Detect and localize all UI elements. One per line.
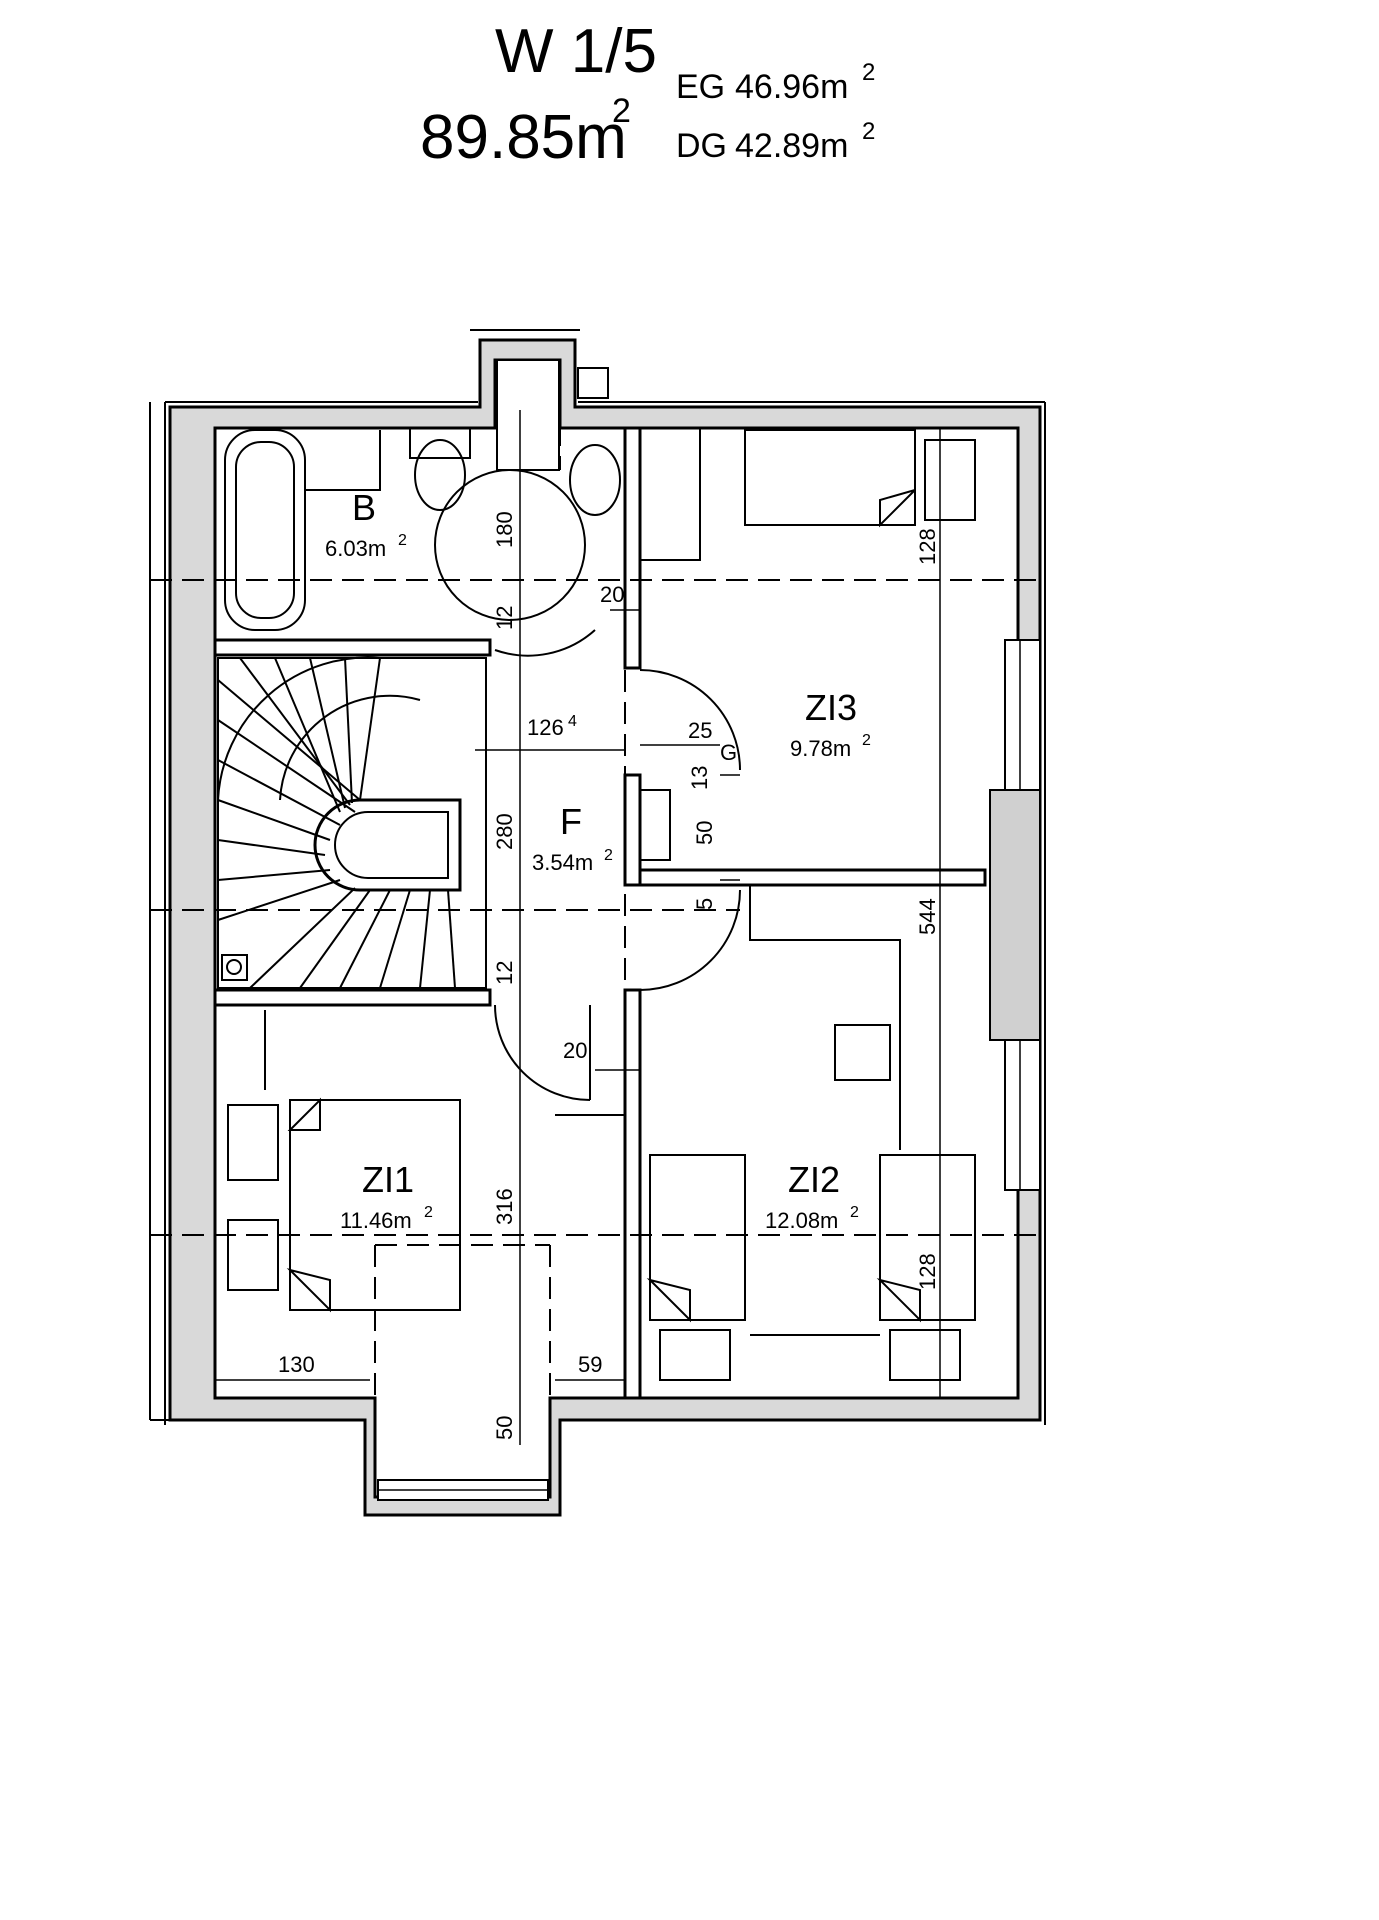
bath-area: 6.03m [325,536,386,561]
bath-fixtures [224,427,621,631]
outer-walls [149,338,1046,1517]
bathtub-icon [224,429,306,631]
shaft [470,329,609,471]
eg-area: 46.96m [735,68,848,106]
plan-header: W 1/5 89.85m 2 EG 46.96m 2 DG 42.89m 2 [420,17,875,172]
room1-door-icon [494,1004,591,1101]
hall-name: F [560,801,582,842]
bed-icon [649,1154,746,1321]
right-windows [989,639,1041,1191]
dim-bath-door-jamb: 20 [600,582,624,607]
room3-area-sup: 2 [862,732,871,749]
room2-name: ZI2 [788,1159,840,1200]
total-area-sup: 2 [612,92,631,130]
furniture [227,428,976,1381]
room3-door-icon [639,669,741,771]
dimension-lines [215,410,941,1445]
dg-area-sup: 2 [862,118,875,145]
bath-name: B [352,487,376,528]
room2-area: 12.08m [765,1208,838,1233]
dim-closet-5: 5 [692,898,717,910]
dim-room1-depth: 316 [492,1188,517,1225]
staircase [217,656,487,989]
dim-closet-depth: 50 [692,821,717,845]
room2-area-sup: 2 [850,1204,859,1221]
room-labels: B 6.03m 2 F 3.54m 2 ZI3 9.78m 2 ZI1 11.4… [325,487,871,1233]
dim-bath-depth: 180 [492,511,517,548]
dim-hall-length: 280 [492,813,517,850]
toilet-icon [414,439,466,511]
dim-bath-wall: 12 [492,606,517,630]
roof-lines [150,360,1040,1420]
room3-name: ZI3 [805,687,857,728]
dim-room2-knee: 128 [915,1253,940,1290]
sink-icon [569,444,621,516]
dim-room3-knee: 128 [915,528,940,565]
dim-stair-wall: 12 [492,961,517,985]
dormer-window [377,1479,549,1501]
dim-closet-gap: 25 [688,718,712,743]
dim-hall-width: 126 [527,715,564,740]
room1-area-sup: 2 [424,1204,433,1221]
room1-name: ZI1 [362,1159,414,1200]
eg-area-sup: 2 [862,59,875,86]
dim-closet-g: G [720,740,737,765]
total-area: 89.85m [420,103,627,172]
dim-dormer-left: 130 [278,1352,315,1377]
dim-closet-13: 13 [687,766,712,790]
dg-area: 42.89m [735,127,848,165]
bath-area-sup: 2 [398,532,407,549]
room2-door-icon [639,889,741,991]
bed-icon [744,429,916,526]
dim-house-depth: 544 [915,898,940,935]
dim-dormer-right: 59 [578,1352,602,1377]
bed-icon [879,1154,976,1321]
hall-area: 3.54m [532,850,593,875]
dg-label: DG [676,127,727,165]
room1-area: 11.46m [340,1208,412,1233]
turning-circle [434,469,586,621]
room3-area: 9.78m [790,736,851,761]
dimension-labels: 180 12 20 126 4 25 G 13 50 5 280 12 20 3… [278,511,940,1440]
interior-walls [213,426,987,1400]
unit-label: W 1/5 [495,17,657,86]
hall-area-sup: 2 [604,847,613,864]
dim-room1-door-jamb: 20 [563,1038,587,1063]
dim-hall-width-sup: 4 [568,713,577,730]
bath-door-icon [494,629,596,657]
eg-label: EG [676,68,725,106]
dim-dormer-depth: 50 [492,1416,517,1440]
